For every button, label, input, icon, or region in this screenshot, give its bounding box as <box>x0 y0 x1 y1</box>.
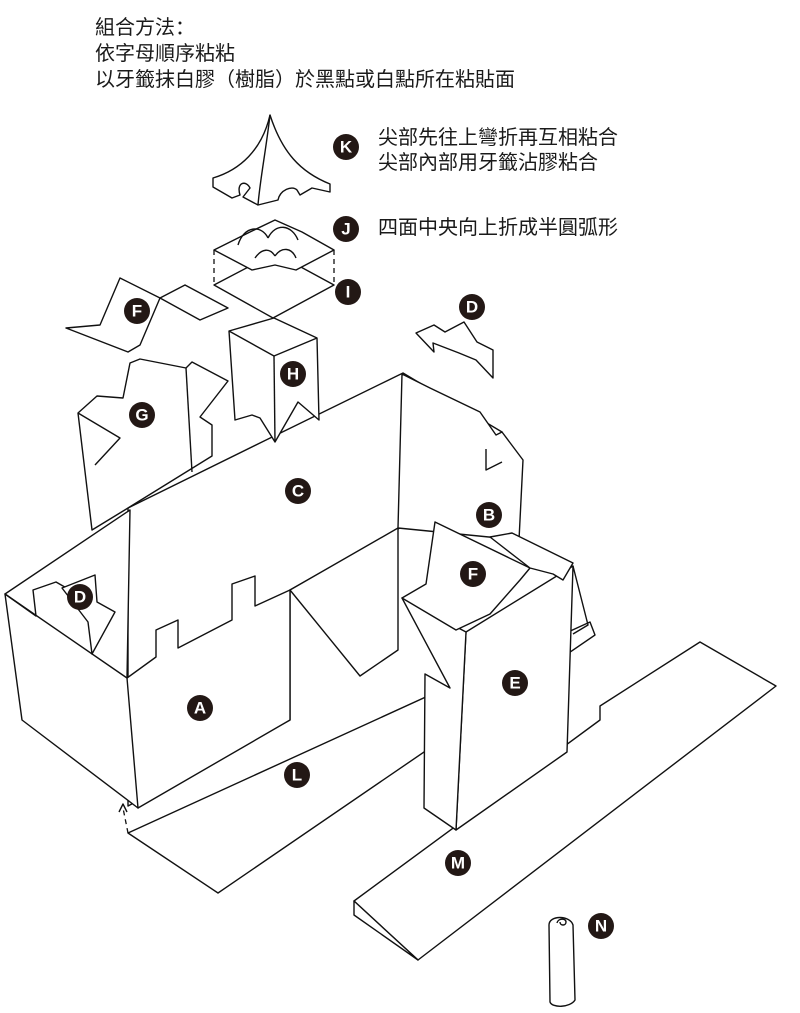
svg-text:I: I <box>346 283 351 302</box>
svg-text:M: M <box>451 854 465 873</box>
badge-e: E <box>502 670 528 696</box>
badge-b: B <box>476 502 502 528</box>
note-k-line: 尖部內部用牙籤沾膠粘合 <box>378 150 598 174</box>
note-k: 尖部先往上彎折再互相粘合 尖部內部用牙籤沾膠粘合 <box>378 125 618 175</box>
part-e-tower <box>401 565 589 831</box>
instruction-line: 以牙籤抹白膠（樹脂）於黑點或白點所在粘貼面 <box>95 67 515 91</box>
svg-text:D: D <box>466 298 478 317</box>
part-d-loose <box>415 321 494 379</box>
part-k-spire <box>212 114 331 206</box>
part-g-left-tower <box>77 358 229 531</box>
part-h-central-tower <box>228 317 320 443</box>
svg-text:L: L <box>292 766 302 785</box>
badge-c: C <box>285 478 311 504</box>
assembly-instructions: 組合方法： 依字母順序粘粘 以牙籤抹白膠（樹脂）於黑點或白點所在粘貼面 <box>95 14 515 92</box>
badge-l: L <box>284 762 310 788</box>
note-j-line: 四面中央向上折成半圓弧形 <box>378 215 618 239</box>
instructions-title: 組合方法： <box>95 15 195 39</box>
svg-text:F: F <box>132 302 142 321</box>
part-n-rolled-paper <box>548 916 576 1007</box>
badge-i: I <box>335 279 361 305</box>
svg-text:D: D <box>74 588 86 607</box>
badge-f-tower: F <box>460 561 486 587</box>
svg-text:E: E <box>509 674 520 693</box>
note-k-line: 尖部先往上彎折再互相粘合 <box>378 125 618 149</box>
svg-text:H: H <box>287 365 299 384</box>
svg-text:A: A <box>194 699 206 718</box>
badge-d-loose: D <box>459 294 485 320</box>
instruction-line: 依字母順序粘粘 <box>95 41 235 65</box>
badge-m: M <box>445 850 471 876</box>
svg-text:J: J <box>341 220 350 239</box>
part-j-curved-roof <box>213 219 335 271</box>
badge-n: N <box>588 913 614 939</box>
svg-text:B: B <box>483 506 495 525</box>
svg-text:C: C <box>292 482 304 501</box>
badge-d-front: D <box>67 584 93 610</box>
part-b-right-wall <box>397 373 524 541</box>
badge-k: K <box>333 134 359 160</box>
svg-text:G: G <box>135 406 148 425</box>
svg-text:N: N <box>595 917 607 936</box>
badge-a: A <box>187 695 213 721</box>
svg-text:K: K <box>340 138 353 157</box>
badge-g: G <box>129 402 155 428</box>
badge-j: J <box>333 216 359 242</box>
part-m-ramp-strip <box>353 641 777 961</box>
note-j: 四面中央向上折成半圓弧形 <box>378 215 618 240</box>
badge-h: H <box>280 361 306 387</box>
badge-f-loose: F <box>124 298 150 324</box>
svg-text:F: F <box>468 565 478 584</box>
